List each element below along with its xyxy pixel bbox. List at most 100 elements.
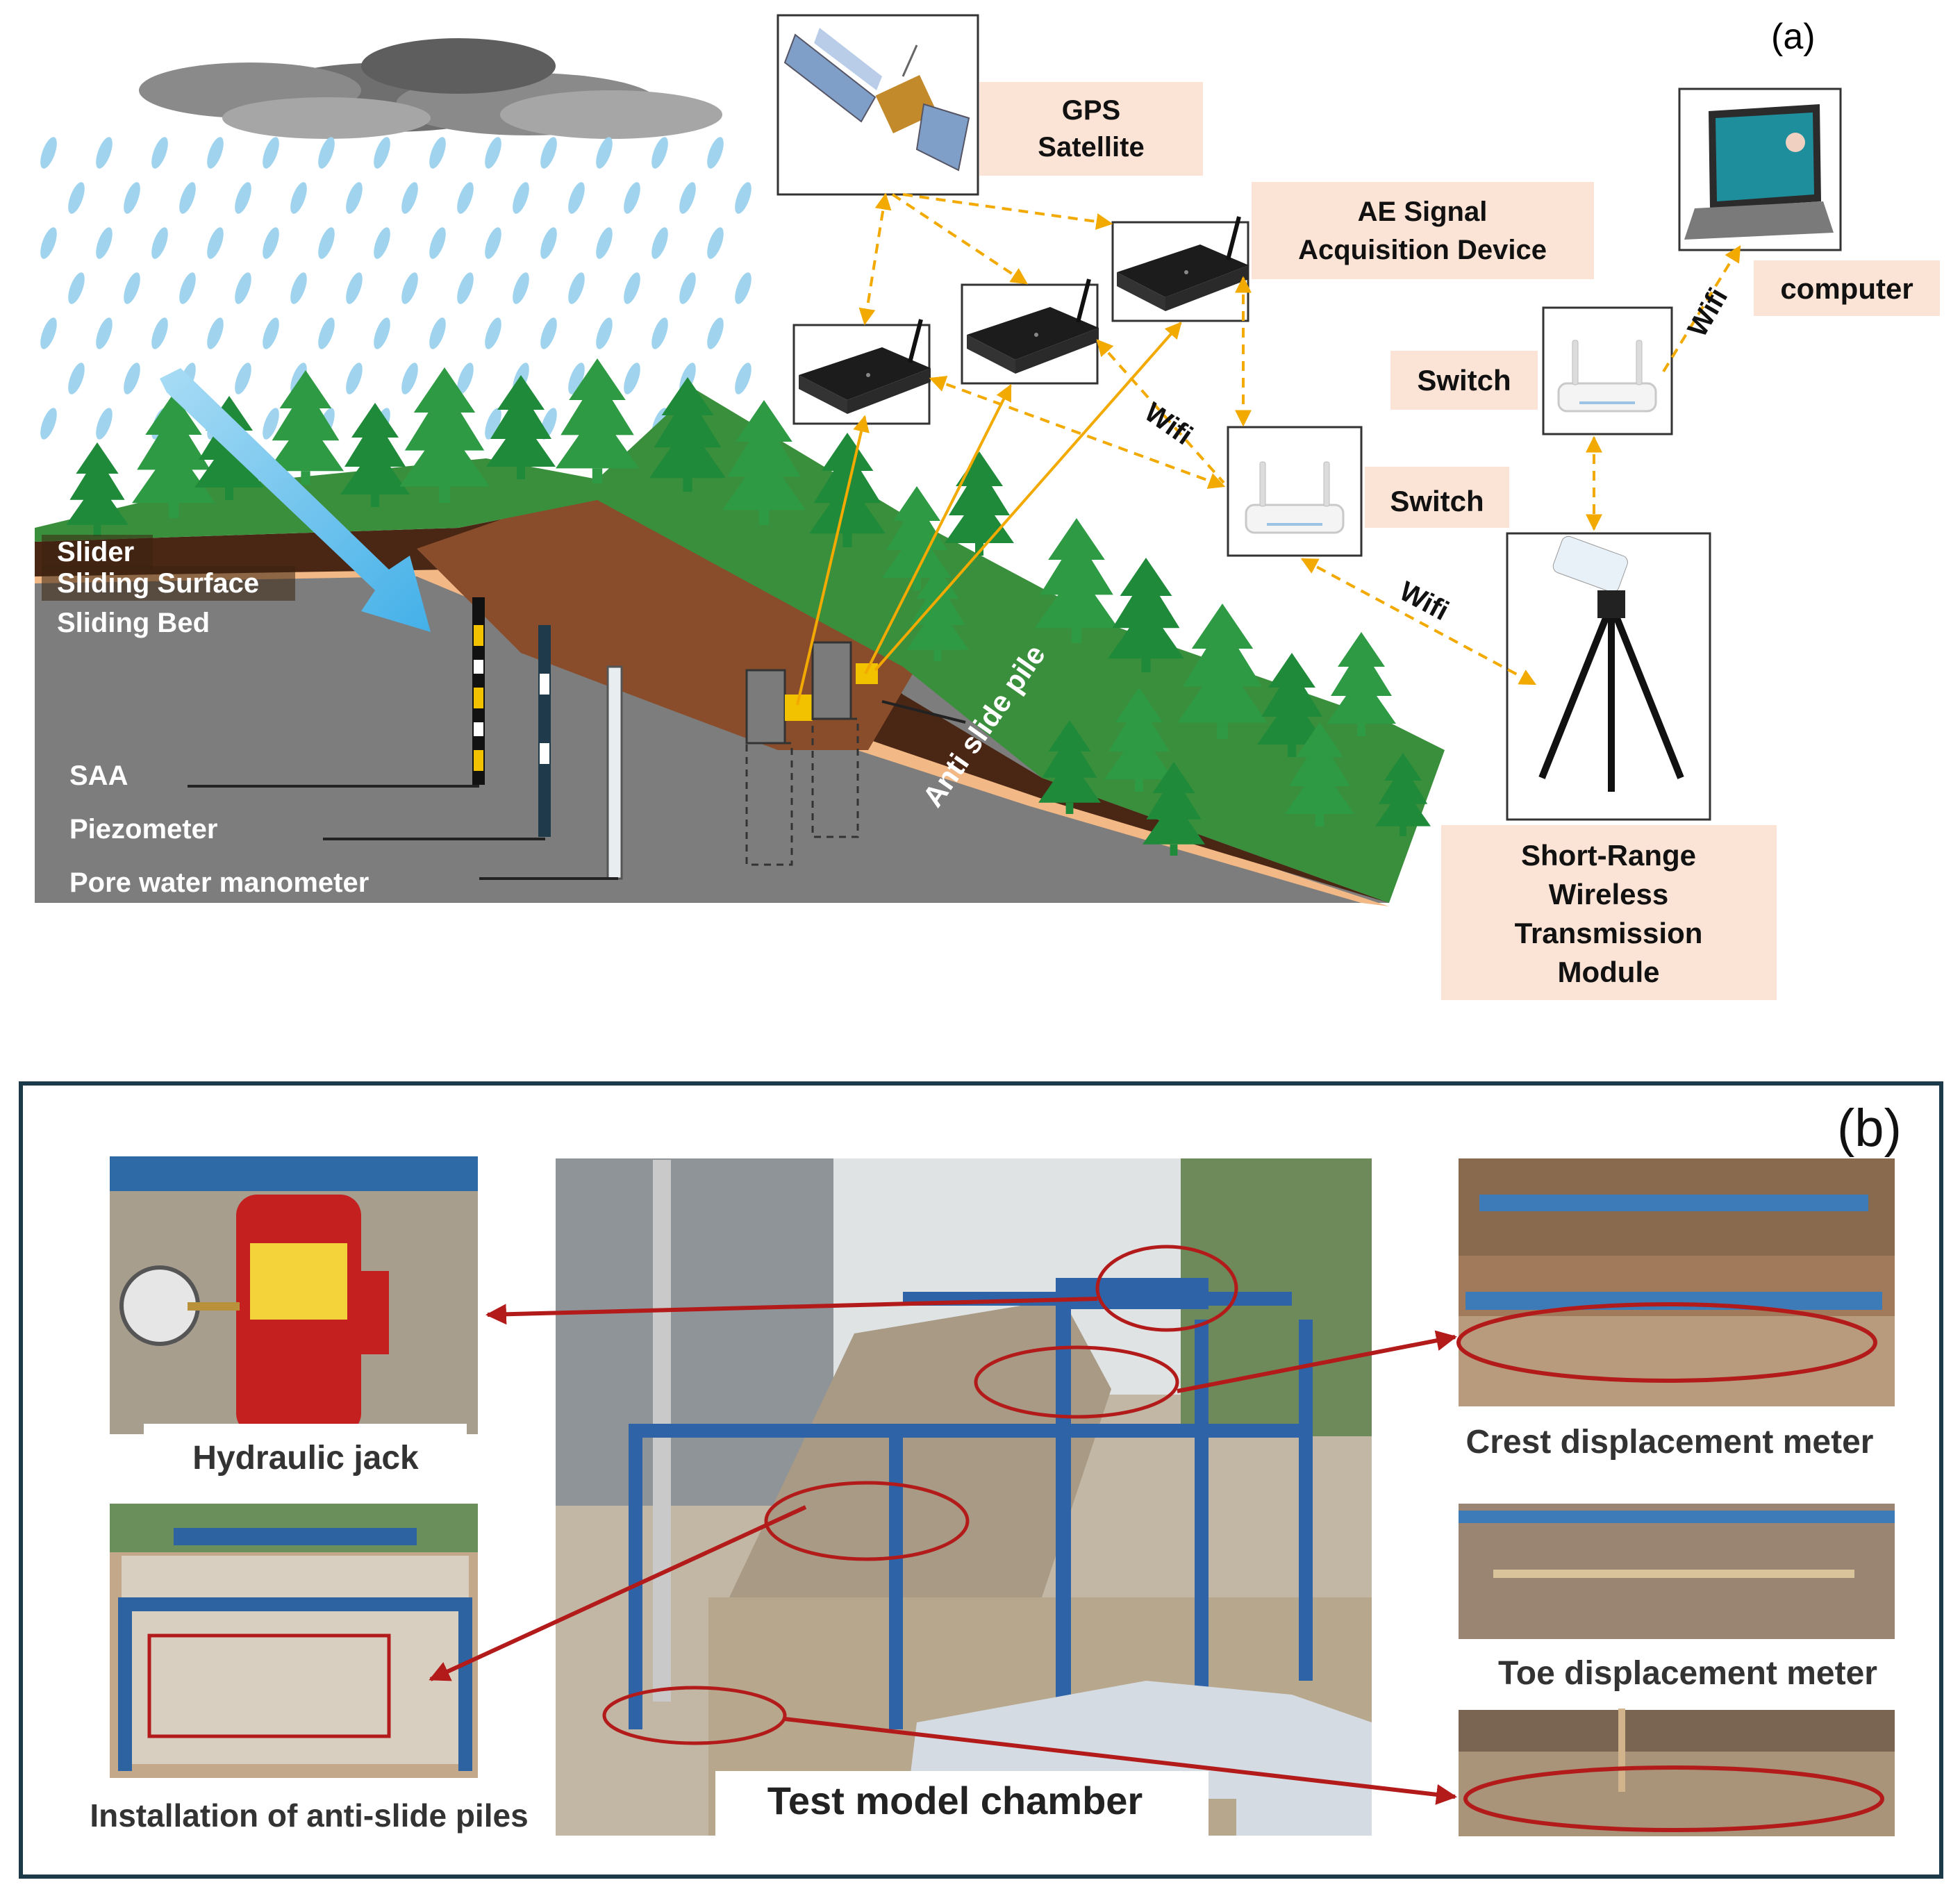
wifi-label-3: Wifi	[1682, 283, 1734, 342]
computer-label: computer	[1780, 272, 1913, 305]
pore-water-manometer-instrument	[606, 665, 623, 880]
rain-drop	[235, 272, 251, 304]
rain-drop	[40, 408, 57, 440]
toe-label: Toe displacement meter	[1498, 1655, 1877, 1692]
ae-label-box	[1252, 182, 1594, 279]
switch-middle-label: Switch	[1390, 485, 1484, 517]
gps-satellite-image	[776, 14, 979, 196]
sliding-surface-band	[35, 549, 1389, 906]
switch-top-label-box	[1390, 351, 1538, 410]
rain-drop	[263, 408, 279, 440]
slider-label: Slider	[57, 537, 134, 567]
rain-drop	[457, 182, 474, 214]
ae-label-1: AE Signal	[1358, 197, 1488, 227]
rain-drop	[263, 227, 279, 259]
rain-drop	[318, 227, 335, 259]
saa-label: SAA	[69, 760, 128, 791]
srwtm-label-1: Short-Range	[1521, 839, 1696, 872]
rain-drop	[624, 363, 640, 394]
hydraulic-jack-photo	[110, 1156, 478, 1434]
rain-drop	[40, 317, 57, 349]
annotation-arrows	[429, 1297, 1457, 1805]
rain-drop	[96, 317, 113, 349]
rain-drop	[263, 317, 279, 349]
rain-drop	[540, 137, 557, 169]
rain-drop	[96, 137, 113, 169]
ae-device-2	[961, 279, 1099, 385]
rain-drop	[624, 182, 640, 214]
switch-middle-label-box	[1365, 467, 1509, 528]
rain-drop	[485, 408, 501, 440]
computer-label-box	[1754, 260, 1940, 316]
srwtm-label-4: Module	[1558, 956, 1660, 988]
wireless-links	[858, 192, 1741, 685]
rain-drop	[151, 317, 168, 349]
tree-icon	[1108, 558, 1184, 672]
rain-drop	[735, 363, 751, 394]
rain-drop	[124, 182, 140, 214]
tree-icon	[66, 442, 128, 536]
rain-drop	[290, 182, 307, 214]
srwtm-label-box	[1441, 825, 1777, 1000]
panel-b-tag: (b)	[1837, 1099, 1902, 1158]
rain-drop	[485, 317, 501, 349]
switch-middle-image	[1227, 426, 1363, 557]
hydraulic-jack-label: Hydraulic jack	[192, 1440, 419, 1477]
piezometer-label: Piezometer	[69, 814, 217, 845]
crest-label: Crest displacement meter	[1466, 1424, 1874, 1461]
srwtm-label-2: Wireless	[1549, 878, 1668, 911]
rain-drop	[179, 182, 196, 214]
rain-drop	[235, 363, 251, 394]
chamber-annotations	[602, 1245, 1238, 1745]
rain-drops	[40, 137, 751, 440]
rain-drop	[707, 137, 724, 169]
rain-drop	[318, 137, 335, 169]
rain-drop	[679, 182, 696, 214]
rain-drop	[40, 227, 57, 259]
computer-image	[1678, 88, 1842, 251]
ae-device-3	[1111, 217, 1249, 322]
rain-drop	[596, 137, 613, 169]
installation-label-bg	[43, 1778, 592, 1844]
saa-instrument	[472, 597, 485, 785]
switch-top-label: Switch	[1417, 364, 1511, 397]
wifi-label-2: Wifi	[1395, 576, 1454, 626]
rain-drop	[151, 227, 168, 259]
panel-a: (a)	[35, 14, 1940, 1000]
rain-drop	[457, 272, 474, 304]
rain-drop	[596, 317, 613, 349]
rain-drop	[735, 182, 751, 214]
ae-device-1	[792, 319, 931, 425]
panel-a-tag: (a)	[1771, 17, 1816, 57]
rain-drop	[68, 272, 85, 304]
rain-drop	[568, 363, 585, 394]
toe-bottom-photo	[1459, 1709, 1895, 1836]
rain-drop	[707, 317, 724, 349]
tree-icon	[945, 451, 1014, 556]
sliding-surface-label: Sliding Surface	[57, 568, 259, 599]
test-chamber-photo	[556, 1158, 1372, 1836]
cable-links	[796, 322, 1182, 706]
tree-icon	[399, 367, 490, 503]
piezometer-instrument	[538, 625, 551, 837]
rain-drop	[624, 272, 640, 304]
infiltration-arrow	[160, 368, 431, 632]
instrument-leaders	[188, 785, 618, 880]
toe-label-bg	[1452, 1643, 1931, 1705]
rain-drop	[513, 272, 529, 304]
rain-drop	[374, 137, 390, 169]
tree-icon	[1035, 518, 1118, 643]
rain-drop	[151, 137, 168, 169]
rain-cloud	[139, 38, 722, 139]
rain-drop	[207, 317, 224, 349]
rain-drop	[540, 227, 557, 259]
rain-drop	[40, 137, 57, 169]
gps-label-box	[979, 82, 1203, 176]
rain-drop	[485, 227, 501, 259]
rain-drop	[540, 317, 557, 349]
rain-drop	[401, 182, 418, 214]
rain-drop	[96, 408, 113, 440]
rain-drop	[346, 363, 363, 394]
rain-drop	[457, 363, 474, 394]
rain-drop	[68, 182, 85, 214]
